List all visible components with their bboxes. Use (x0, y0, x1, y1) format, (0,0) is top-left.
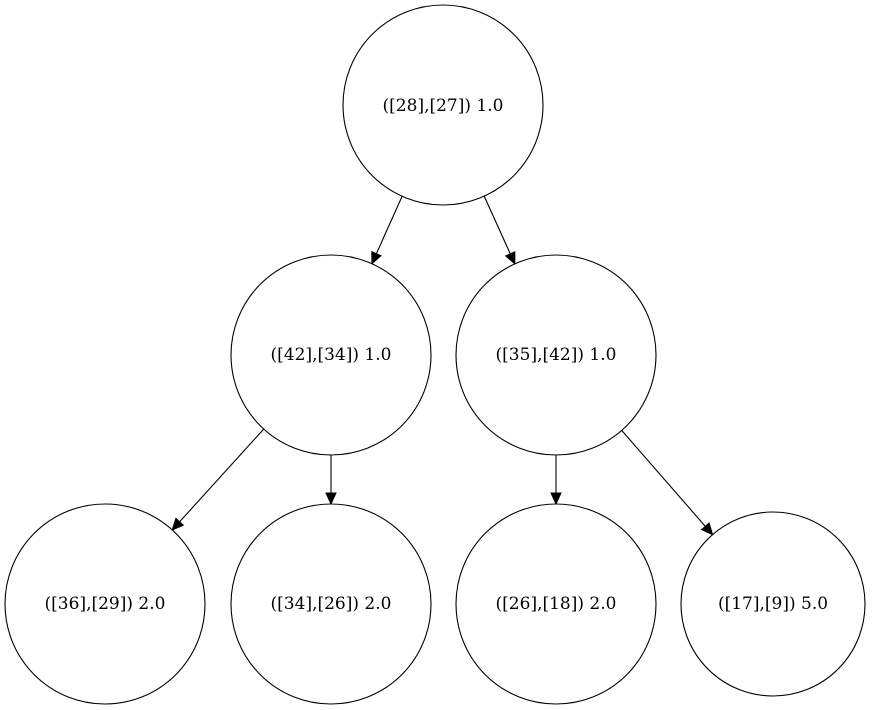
node-label-n5: ([26],[18]) 2.0 (496, 594, 617, 614)
arrowhead-icon (371, 250, 382, 265)
node-circle-n6 (680, 511, 866, 697)
edge-n2-n6 (621, 430, 706, 527)
node-label-n1: ([42],[34]) 1.0 (271, 345, 392, 365)
node-circle-n3 (4, 503, 206, 705)
edge-n0-n1 (375, 196, 403, 254)
tree-node-n5: ([26],[18]) 2.0 (455, 503, 657, 705)
node-circle-n1 (230, 254, 432, 456)
arrowhead-icon (550, 492, 562, 506)
tree-node-n3: ([36],[29]) 2.0 (4, 503, 206, 705)
node-circle-n2 (455, 254, 657, 456)
node-label-n2: ([35],[42]) 1.0 (496, 345, 617, 365)
arrowhead-icon (325, 492, 337, 506)
edges-layer (171, 195, 714, 536)
tree-node-n6: ([17],[9]) 5.0 (680, 511, 866, 697)
tree-node-n1: ([42],[34]) 1.0 (230, 254, 432, 456)
arrowhead-icon (504, 251, 516, 265)
tree-node-n2: ([35],[42]) 1.0 (455, 254, 657, 456)
arrowhead-icon (171, 517, 185, 531)
node-label-n6: ([17],[9]) 5.0 (718, 594, 828, 614)
edge-n1-n3 (179, 428, 265, 523)
node-circle-n4 (230, 503, 432, 705)
node-label-n4: ([34],[26]) 2.0 (271, 594, 392, 614)
tree-node-n0: ([28],[27]) 1.0 (342, 4, 544, 206)
node-circle-n5 (455, 503, 657, 705)
tree-node-n4: ([34],[26]) 2.0 (230, 503, 432, 705)
arrowhead-icon (700, 522, 714, 536)
nodes-layer: ([28],[27]) 1.0 ([42],[34]) 1.0 ([35],[4… (4, 4, 866, 705)
edge-n0-n2 (483, 195, 511, 255)
node-label-n3: ([36],[29]) 2.0 (45, 594, 166, 614)
node-label-n0: ([28],[27]) 1.0 (383, 96, 504, 116)
node-circle-n0 (342, 4, 544, 206)
